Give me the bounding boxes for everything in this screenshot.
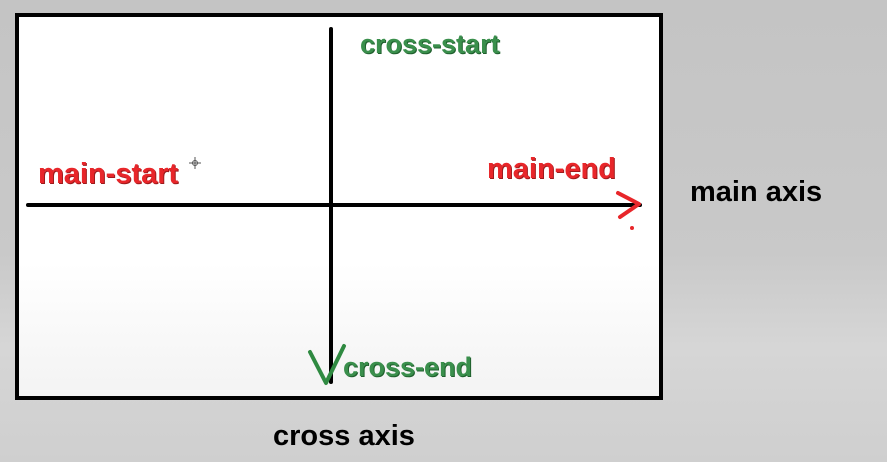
cross-start-label: cross-start [360,29,500,59]
cross-axis-title: cross axis [273,420,415,452]
flex-container-box [15,13,663,400]
main-axis-title: main axis [690,176,823,208]
main-end-label: main-end [487,153,616,185]
cross-end-label: cross-end [343,352,473,382]
main-start-label: main-start [38,158,179,190]
